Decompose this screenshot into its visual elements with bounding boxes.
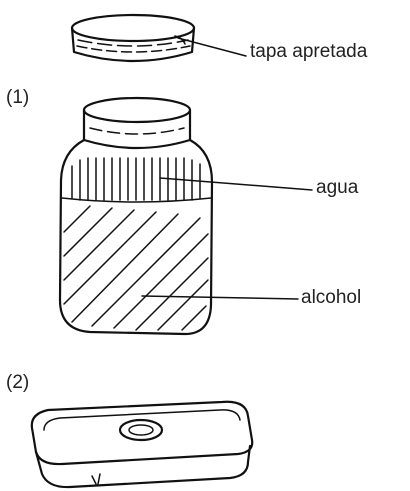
alcohol-label: alcohol [301, 288, 361, 307]
water-label: agua [316, 178, 358, 197]
jar-body [60, 98, 212, 334]
jar-lid [72, 15, 194, 61]
panel-1-label: (1) [6, 88, 29, 107]
container-2 [32, 402, 252, 487]
panel-2-label: (2) [6, 373, 29, 392]
alcohol-leader-line [142, 296, 298, 299]
water-leader-line [160, 178, 312, 190]
alcohol-layer [64, 206, 208, 330]
lid-label: tapa apretada [250, 42, 367, 61]
